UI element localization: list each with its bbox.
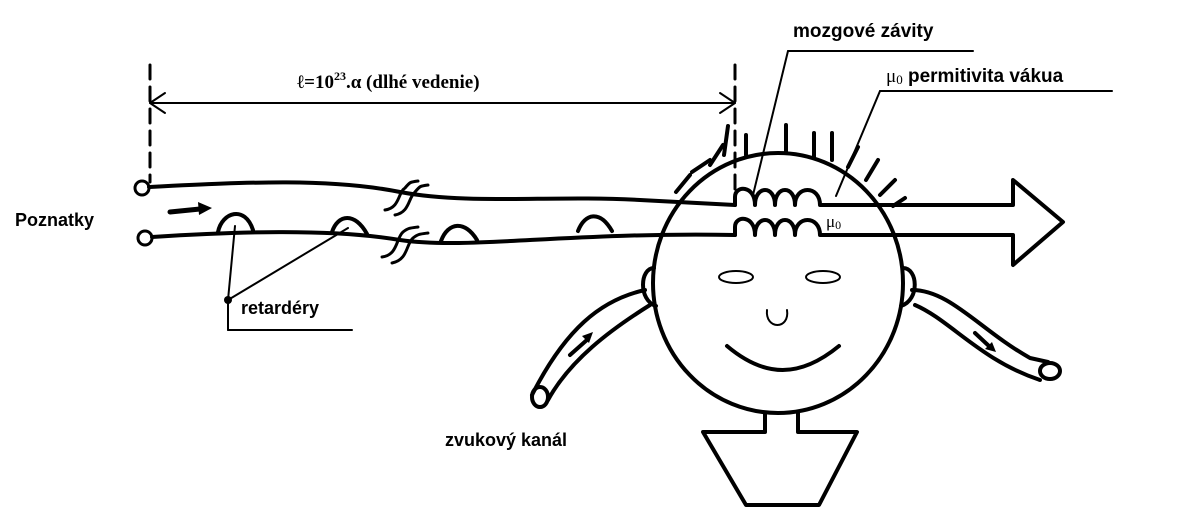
break-mark — [383, 179, 420, 212]
brain-coils-label: mozgové závity — [793, 21, 934, 42]
mu-label: μ0 — [826, 212, 841, 232]
sound-channel-left — [530, 288, 652, 409]
retarder-bump — [439, 223, 479, 243]
length-label: ℓ=1023.α (dlhé vedenie) — [297, 69, 480, 93]
retarder-bump — [330, 216, 369, 236]
coils — [733, 186, 827, 237]
retarder-leaders — [224, 225, 353, 331]
dimension-line — [148, 63, 737, 202]
head — [641, 123, 917, 507]
long-line-wires — [133, 179, 737, 265]
permittivity-label: μ0 permitivita vákua — [886, 66, 1064, 87]
retarders-label: retardéry — [241, 298, 319, 318]
retarder-bump — [576, 214, 614, 233]
input-label: Poznatky — [15, 210, 94, 230]
sound-channel-right — [910, 288, 1062, 382]
retarder-bump — [216, 211, 255, 234]
flow-arrow-icon — [167, 206, 203, 215]
sound-channel-label: zvukový kanál — [445, 430, 567, 450]
output-arrow — [823, 178, 1065, 267]
